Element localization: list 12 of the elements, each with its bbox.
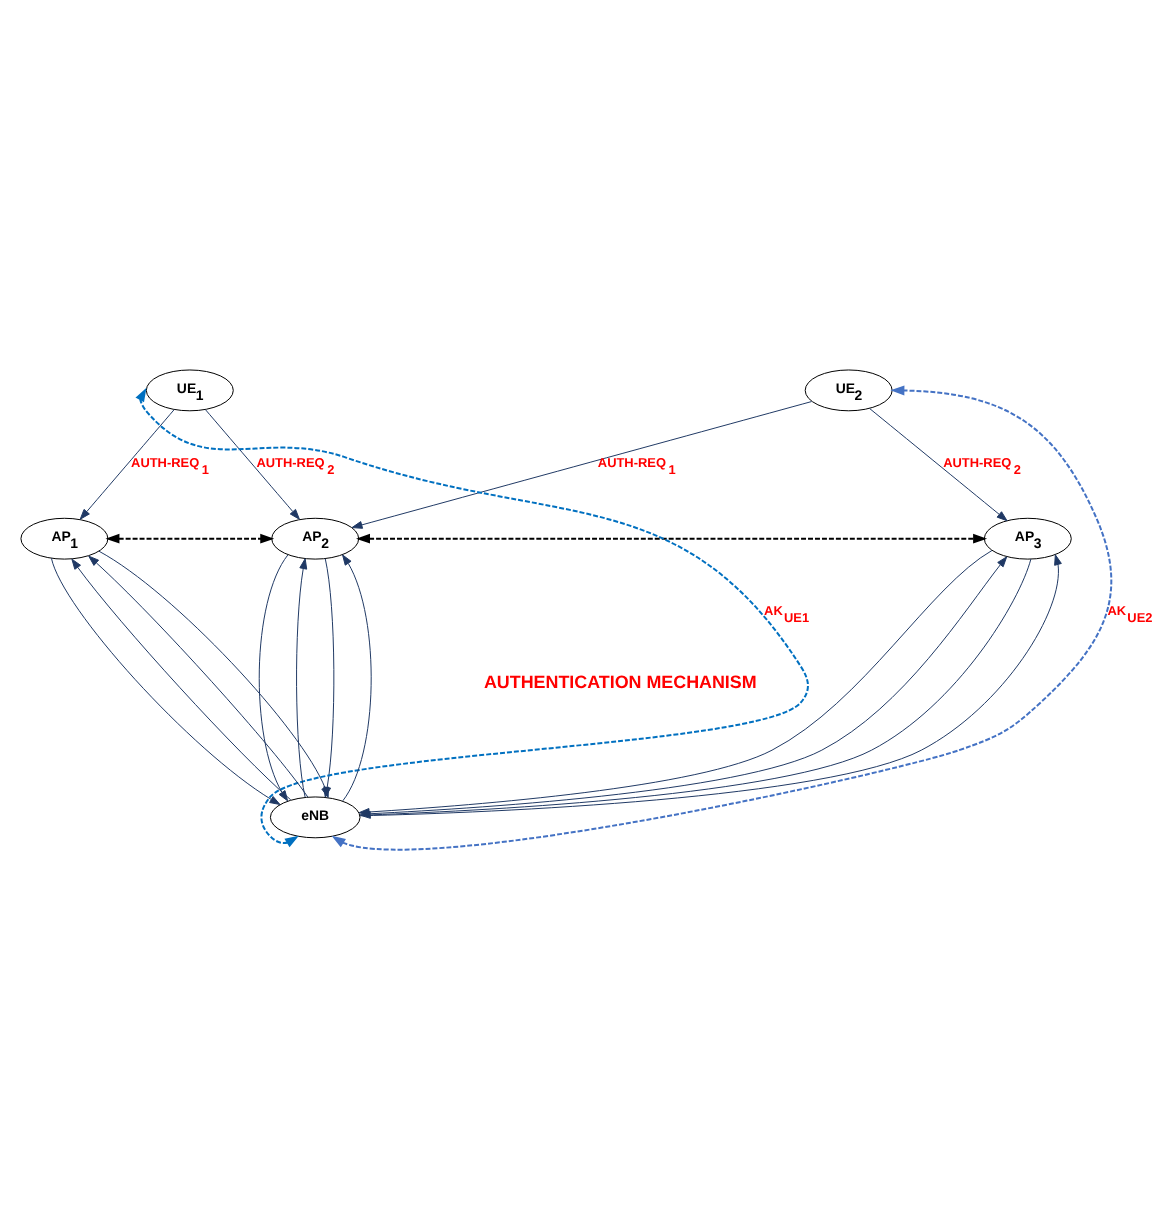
arrow (331, 385, 1113, 851)
arrow (105, 533, 275, 544)
arrow (79, 409, 175, 520)
arrow (135, 387, 809, 848)
arrow (296, 558, 308, 798)
arrow (356, 533, 988, 544)
arrow (204, 409, 300, 520)
label: AUTHENTICATION MECHANISM (483, 671, 757, 692)
arrow (869, 407, 1008, 522)
arrow (258, 554, 289, 802)
arrow (351, 401, 813, 529)
arrow (342, 554, 372, 802)
